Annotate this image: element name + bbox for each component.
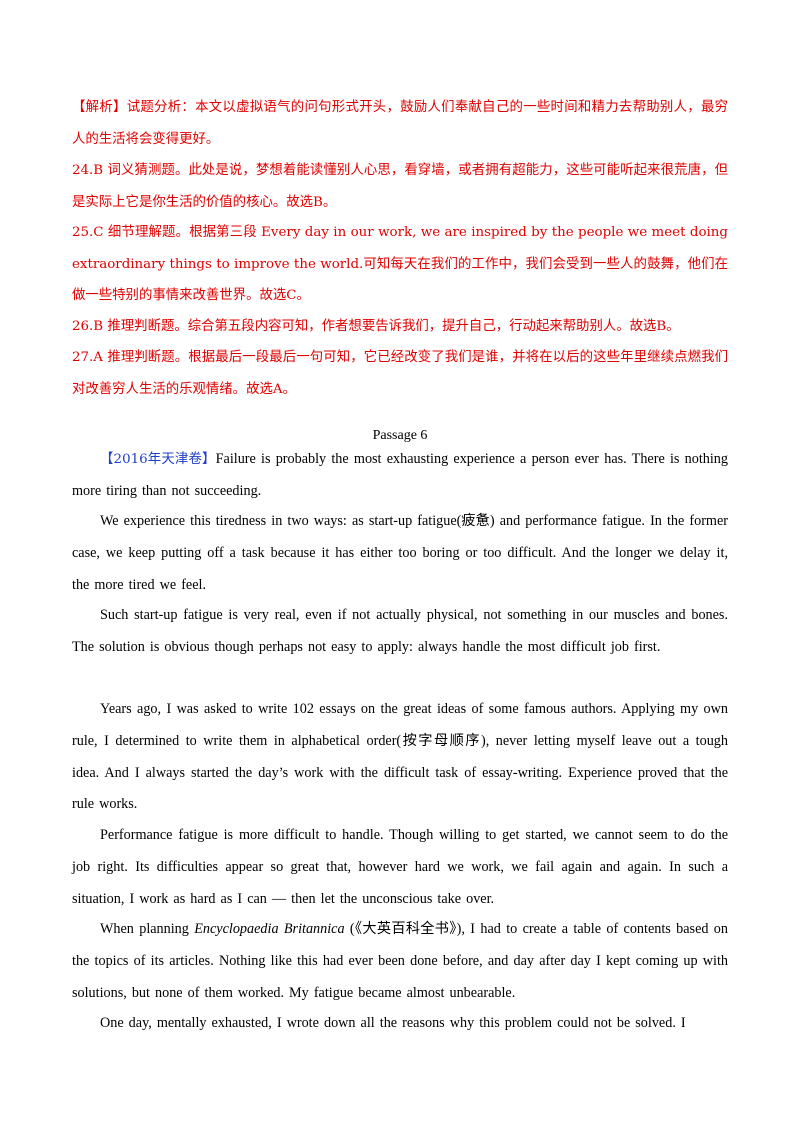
paragraph-1-text: Failure is probably the most exhausting … [72,451,728,499]
paragraph-6-rest: (《大英百科全书》), I had to create a table of c… [72,921,728,1001]
analysis-prefix: 【解析】 [72,100,127,115]
answer-24: 24.B 词义猜测题。此处是说，梦想着能读懂别人心思，看穿墙，或者拥有超能力，这… [72,163,728,210]
passage-paragraph-6: When planning Encyclopaedia Britannica (… [72,914,728,1009]
passage-paragraph-5: Performance fatigue is more difficult to… [72,827,728,907]
analysis-text: 试题分析：本文以虚拟语气的问句形式开头，鼓励人们奉献自己的一些时间和精力去帮助别… [72,100,729,147]
book-title: Encyclopaedia Britannica [194,921,345,937]
paragraph-6-start: When planning [100,921,195,937]
passage-paragraph-7: One day, mentally exhausted, I wrote dow… [100,1015,686,1031]
answer-25: 25.C 细节理解题。根据第三段 Every day in our work, … [72,225,728,303]
passage-title: Passage 6 [372,428,428,443]
passage-paragraph-4: Years ago, I was asked to write 102 essa… [72,701,728,813]
analysis-paragraph: 【解析】试题分析：本文以虚拟语气的问句形式开头，鼓励人们奉献自己的一些时间和精力… [72,92,728,155]
passage-paragraph-1: 【2016年天津卷】Failure is probably the most e… [72,444,728,508]
passage-paragraph-2: We experience this tiredness in two ways… [72,513,728,593]
answer-26: 26.B 推理判断题。综合第五段内容可知，作者想要告诉我们，提升自己，行动起来帮… [72,319,680,334]
answer-27: 27.A 推理判断题。根据最后一段最后一句可知，它已经改变了我们是谁，并将在以后… [72,350,728,397]
passage-paragraph-3: Such start-up fatigue is very real, even… [72,607,728,655]
passage-source: 【2016年天津卷】 [100,452,216,467]
